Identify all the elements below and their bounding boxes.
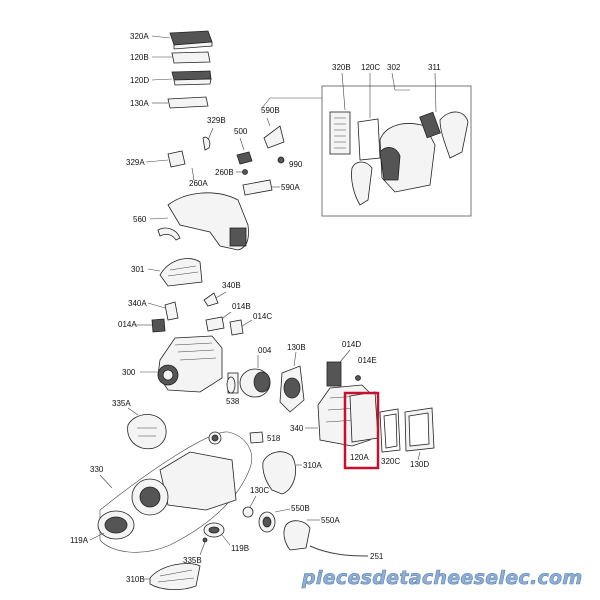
part-320B-grille — [329, 111, 351, 155]
part-538-ring — [226, 376, 236, 394]
label-120C: 120C — [361, 63, 380, 72]
label-119A: 119A — [70, 536, 89, 545]
label-518: 518 — [267, 434, 281, 443]
part-500-latch — [236, 151, 253, 165]
part-014A-block — [151, 318, 166, 333]
label-300: 300 — [122, 368, 136, 377]
part-120B-filter — [171, 51, 211, 64]
label-335A: 335A — [112, 399, 131, 408]
part-335B-clip — [202, 537, 208, 543]
label-320C: 320C — [381, 457, 400, 466]
part-990-screw — [277, 156, 285, 164]
label-500: 500 — [234, 127, 248, 136]
label-538: 538 — [226, 397, 240, 406]
label-320A: 320A — [130, 32, 149, 41]
part-320C-frame — [379, 408, 401, 453]
part-130C-pin — [242, 506, 254, 518]
part-518-spring — [249, 431, 264, 444]
part-310A-bumper — [262, 451, 296, 495]
part-335A-wheel-cover — [127, 414, 167, 450]
label-120D: 120D — [130, 76, 149, 85]
part-311-nozzle — [419, 111, 469, 159]
highlight-box-120A — [343, 391, 380, 470]
label-014C: 014C — [253, 312, 272, 321]
part-251-hose — [309, 545, 369, 557]
part-130B-panel — [279, 365, 305, 413]
part-130D-filter — [404, 407, 435, 452]
part-302-rear-housing — [351, 123, 436, 206]
label-302: 302 — [387, 63, 401, 72]
part-550A-hose-end — [283, 520, 311, 551]
part-300-motor-housing — [157, 335, 223, 393]
part-340B-clip — [203, 292, 219, 307]
part-120C-filter — [357, 118, 381, 161]
part-590B-clip — [263, 125, 285, 149]
part-260B-screw — [242, 169, 248, 175]
part-320A-grille — [169, 30, 213, 50]
part-310B-bumper — [149, 563, 201, 590]
label-119B: 119B — [231, 544, 249, 553]
label-130C: 130C — [250, 486, 269, 495]
part-329B-spring — [202, 136, 211, 151]
part-130A-pad — [167, 96, 209, 109]
part-120A-filter — [349, 391, 379, 443]
part-560-upper-body — [157, 192, 249, 251]
label-251: 251 — [370, 552, 384, 561]
part-301-cover — [159, 258, 203, 287]
label-014B: 014B — [232, 302, 251, 311]
label-260A: 260A — [189, 179, 208, 188]
label-320B: 320B — [332, 63, 351, 72]
part-014B-block — [205, 316, 225, 332]
label-340B: 340B — [222, 281, 241, 290]
part-120D-filter — [171, 70, 212, 86]
label-340: 340 — [290, 424, 304, 433]
label-120B: 120B — [130, 53, 149, 62]
part-330-chassis — [99, 431, 252, 553]
label-120A: 120A — [350, 453, 369, 462]
label-014D: 014D — [342, 340, 361, 349]
label-311: 311 — [428, 63, 441, 72]
label-310A: 310A — [303, 461, 322, 470]
label-329B: 329B — [207, 116, 226, 125]
part-014C-block — [229, 319, 244, 336]
label-329A: 329A — [126, 158, 145, 167]
label-014A: 014A — [118, 320, 137, 329]
label-560: 560 — [133, 215, 147, 224]
label-130D: 130D — [410, 460, 429, 469]
label-550B: 550B — [291, 504, 310, 513]
part-329A-button — [167, 150, 186, 168]
label-335B: 335B — [183, 556, 202, 565]
label-330: 330 — [90, 465, 104, 474]
part-550B-connector — [258, 511, 276, 533]
part-014D-board — [326, 361, 342, 387]
label-340A: 340A — [128, 299, 147, 308]
part-590A-bracket — [242, 179, 273, 196]
part-119A-wheel — [97, 510, 135, 540]
label-004: 004 — [258, 346, 272, 355]
watermark-text: piecesdetacheeselec.com — [301, 567, 583, 589]
part-014E-screw — [355, 375, 361, 381]
label-590A: 590A — [281, 183, 300, 192]
label-014E: 014E — [358, 356, 377, 365]
label-260B: 260B — [215, 168, 234, 177]
label-130A: 130A — [130, 99, 149, 108]
label-590B: 590B — [261, 106, 280, 115]
label-990: 990 — [289, 160, 303, 169]
part-119B-wheel — [203, 522, 225, 538]
label-310B: 310B — [126, 575, 145, 584]
inset-box — [321, 85, 472, 217]
label-301: 301 — [131, 265, 145, 274]
label-550A: 550A — [321, 516, 340, 525]
label-130B: 130B — [287, 343, 306, 352]
part-340A-clip — [164, 301, 179, 321]
